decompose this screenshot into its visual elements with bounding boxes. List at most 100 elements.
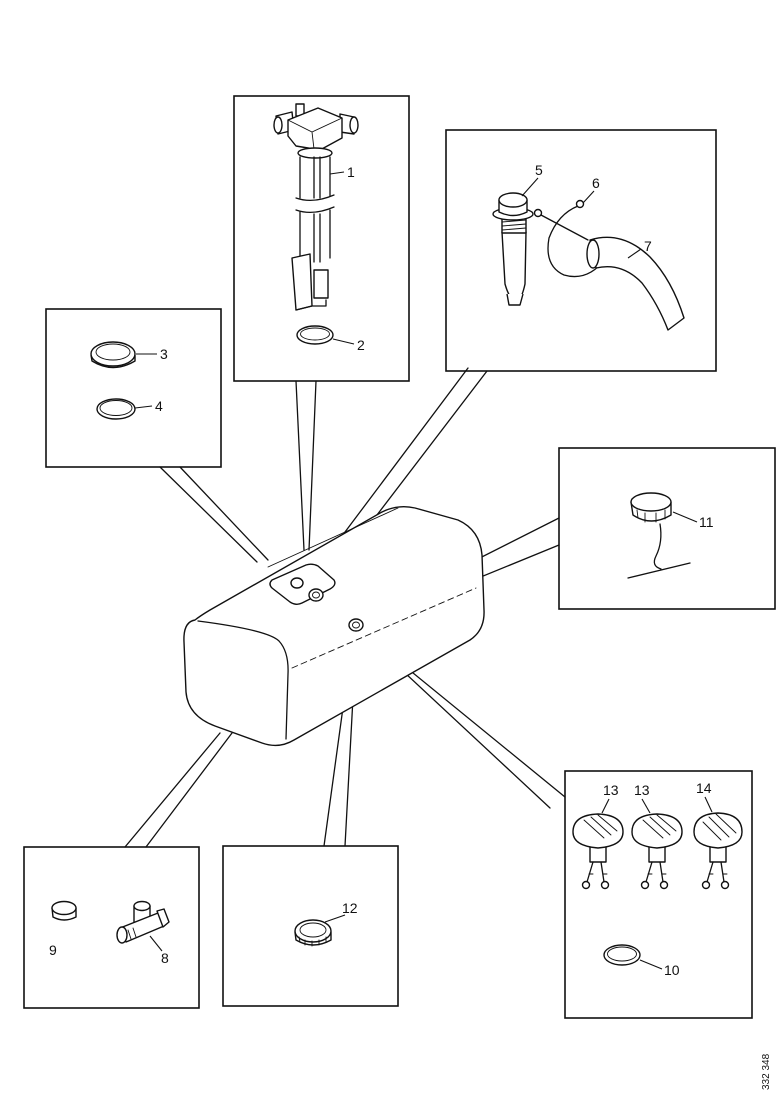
detail-box-locking-caps: 13 13 14 10 — [564, 770, 753, 1019]
sender-tube-lower — [299, 209, 331, 263]
callout-5: 5 — [535, 162, 543, 178]
breather-cap-top — [498, 192, 528, 208]
small-cap-top — [51, 900, 77, 916]
tank-plate-port-small — [290, 577, 304, 589]
cap-top — [630, 492, 672, 512]
leader-sender-box-b — [308, 380, 317, 551]
callout-3: 3 — [160, 346, 168, 362]
key-bow — [659, 880, 669, 890]
t-fitting-top-end — [133, 900, 151, 912]
callout-12: 12 — [342, 900, 358, 916]
tank-plate-port-large — [308, 588, 324, 602]
callout-6-leader — [582, 190, 595, 204]
key-shafts — [586, 861, 605, 883]
sender-float — [313, 269, 329, 299]
sender-right-fitting-end — [349, 116, 359, 134]
callout-9: 9 — [49, 942, 57, 958]
clip-wire — [540, 214, 589, 241]
detail-box-frame — [564, 770, 753, 1019]
t-fitting-left-end — [116, 926, 128, 944]
sender-tube-break-top — [295, 194, 335, 202]
cap-grip-bars — [583, 814, 618, 839]
detail-box-sender-unit: 1 2 — [233, 95, 410, 382]
cap-grip-bars — [702, 813, 737, 841]
ring-part-4 — [96, 398, 136, 420]
plug-top — [294, 919, 332, 943]
leader-sender-box-a — [295, 380, 305, 551]
clip-hook — [575, 199, 585, 209]
cap-body — [693, 812, 743, 849]
figure-code: 332 348 — [761, 1053, 772, 1090]
callout-8: 8 — [161, 950, 169, 966]
leader-top-right-box-a — [323, 367, 469, 561]
callout-10-leader — [639, 959, 663, 970]
callout-6: 6 — [592, 175, 600, 191]
drain-plug-part-12 — [294, 919, 332, 947]
key-bow — [720, 880, 730, 890]
callout-7-leader — [627, 248, 642, 259]
callout-13-b-leader — [641, 798, 651, 814]
key-bow — [640, 880, 650, 890]
detail-box-frame — [222, 845, 399, 1007]
gasket-inner — [607, 946, 637, 962]
tank-cap-part-11 — [627, 492, 691, 579]
callout-10: 10 — [664, 962, 680, 978]
callout-11: 11 — [699, 514, 714, 530]
clip-part-6 — [540, 199, 613, 278]
sender-filter-mesh — [291, 253, 313, 311]
tank-filler-neck — [348, 618, 364, 632]
detail-box-cover: 3 4 — [45, 308, 222, 468]
key-shafts — [706, 861, 725, 883]
sender-tube-upper — [299, 156, 331, 199]
leader-bottom-left-box-a — [124, 732, 221, 848]
callout-8-leader — [149, 935, 163, 952]
detail-box-breather: 5 6 7 — [445, 129, 717, 372]
tank-outline — [183, 505, 485, 747]
leader-lines — [124, 367, 566, 848]
sender-left-fitting-end — [273, 116, 283, 134]
cap-body — [572, 813, 624, 849]
tank-seam — [291, 587, 477, 669]
callout-5-leader — [521, 177, 539, 197]
locking-cap-part-13-a — [572, 813, 624, 890]
detail-box-frame — [445, 129, 717, 372]
key-shafts — [645, 861, 664, 883]
cap-strap — [653, 523, 662, 570]
callout-1-leader — [329, 171, 345, 175]
leader-left-box-a — [159, 466, 258, 563]
callout-14-leader — [704, 796, 713, 813]
callout-13-b: 13 — [634, 782, 650, 798]
t-fitting-right-nut — [156, 908, 170, 928]
t-fitting-thread — [127, 927, 137, 940]
leader-bottom-left-box-b — [145, 732, 233, 848]
cap-body — [631, 813, 683, 849]
fuel-tank — [183, 505, 485, 747]
tank-filler-neck-inner — [352, 621, 360, 629]
locking-cap-part-13-b — [631, 813, 683, 890]
detail-box-frame — [45, 308, 222, 468]
plug-knurl — [298, 936, 327, 947]
key-bow — [600, 880, 610, 890]
detail-box-drain-plug: 12 — [222, 845, 399, 1007]
sender-head — [287, 107, 343, 151]
callout-2: 2 — [357, 337, 365, 353]
cover-top — [90, 341, 136, 367]
callout-4: 4 — [155, 398, 163, 414]
detail-box-tank-cap: 11 — [558, 447, 776, 610]
callout-11-leader — [672, 511, 698, 523]
hose-body — [589, 236, 685, 331]
sender-unit-part — [273, 103, 359, 311]
breather-thread-lines — [501, 219, 527, 231]
o-ring-inner — [300, 327, 330, 341]
sender-head-edges — [287, 117, 343, 150]
hose-end — [586, 239, 600, 269]
plug-inner — [299, 922, 327, 938]
tank-end-face-edge — [197, 620, 289, 740]
sender-flange — [297, 147, 333, 159]
detail-box-frame — [23, 846, 200, 1009]
callout-2-leader — [332, 338, 355, 345]
ring-inner — [99, 400, 133, 416]
breather-tip — [506, 293, 524, 306]
callout-12-leader — [324, 914, 346, 923]
sender-tube-break-bottom — [295, 206, 335, 214]
